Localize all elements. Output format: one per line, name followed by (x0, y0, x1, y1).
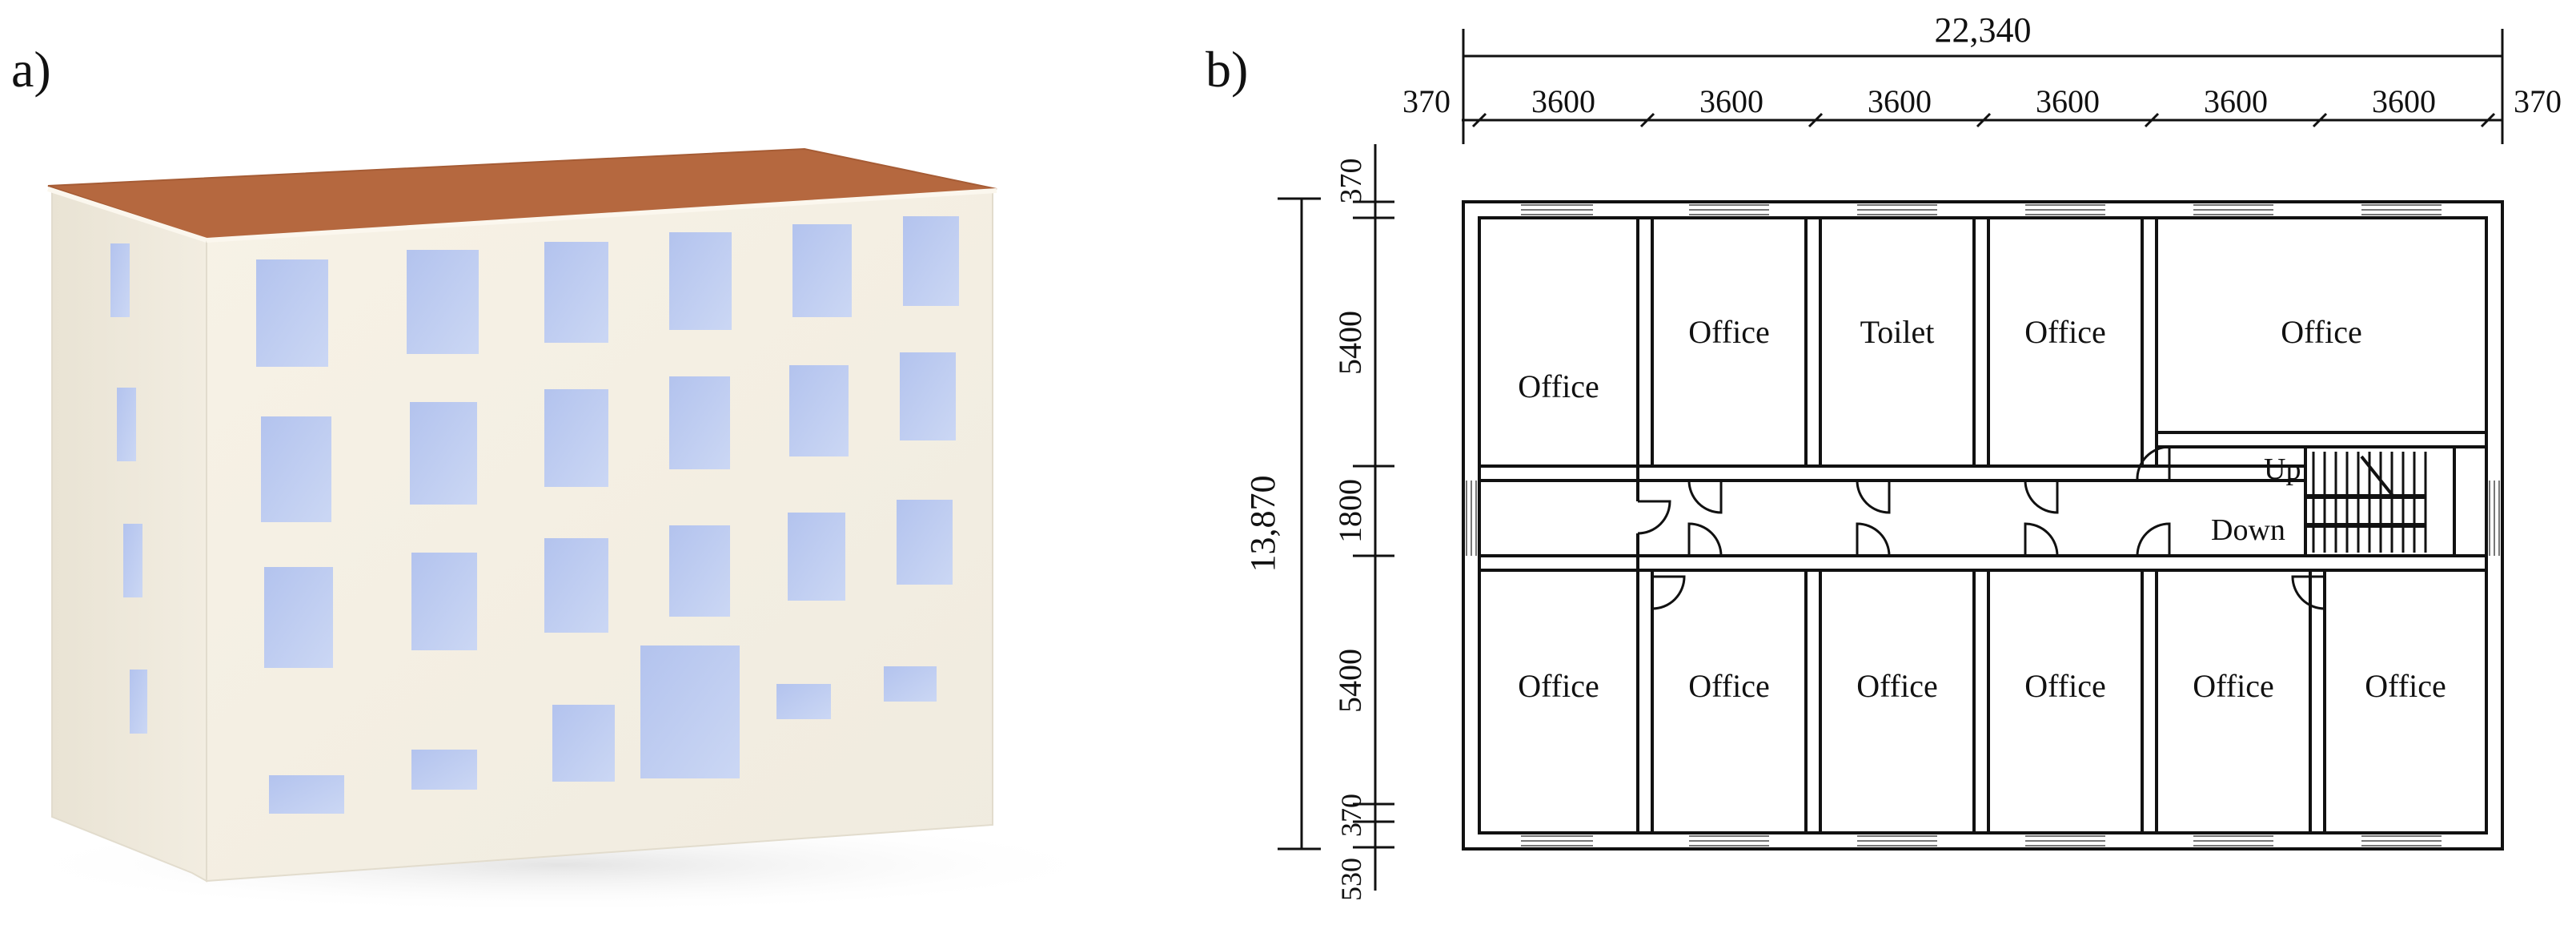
window (269, 775, 344, 814)
dim-total-width-label: 22,340 (1935, 10, 2032, 50)
dim-bay-label: 3600 (1868, 83, 1932, 119)
room-label: Office (1518, 368, 1599, 404)
room-label: Office (2024, 668, 2105, 704)
door (2136, 445, 2171, 481)
dim-bay-label: 3600 (2036, 83, 2100, 119)
window (264, 567, 333, 668)
dim-wall-right: 370 (2514, 83, 2562, 119)
dim-bay-labels: 3600 3600 3600 3600 3600 3600 (1531, 83, 2436, 119)
room-label: Office (2024, 314, 2105, 350)
door (1856, 480, 1891, 514)
panel-b-label: b) (1206, 41, 1248, 98)
window (411, 553, 477, 650)
dim-total-depth-label: 13,870 (1243, 476, 1282, 573)
door (1856, 522, 1891, 557)
dim-tick (1808, 112, 1824, 128)
window (792, 224, 852, 317)
side-window (110, 243, 130, 317)
window (897, 500, 953, 585)
window (261, 416, 331, 522)
window (552, 705, 615, 782)
door (1687, 522, 1723, 557)
dim-bays-line (1462, 88, 2504, 144)
dim-vertical-chain (1353, 144, 1394, 891)
room-label: Office (1688, 314, 1769, 350)
door (1651, 575, 1686, 610)
dim-total-depth (1278, 197, 1321, 851)
window (669, 525, 730, 617)
room-label: Toilet (1860, 314, 1935, 350)
window (544, 389, 608, 487)
stair-arrows (2305, 455, 2426, 528)
dim-bay-label: 3600 (1699, 83, 1763, 119)
roof-edge-front (206, 188, 997, 243)
window-glazing (1466, 204, 2500, 847)
dim-tick (1976, 112, 1992, 128)
side-window (123, 524, 142, 597)
plan-partitions (1479, 218, 2486, 833)
door (1637, 500, 1671, 535)
door (2024, 480, 2059, 514)
doors (1637, 445, 2325, 610)
window (788, 513, 845, 601)
room-label: Office (1518, 668, 1599, 704)
room-label: Office (2281, 314, 2361, 350)
dim-bay-ticks (1471, 112, 2496, 128)
dim-v-room-bottom: 5400 (1332, 649, 1368, 713)
room-label: Office (1688, 668, 1769, 704)
door (2291, 575, 2325, 610)
panel-a: a) (0, 41, 1121, 913)
dim-v-corridor: 1800 (1332, 479, 1368, 543)
dim-tick (2144, 112, 2160, 128)
window (407, 250, 479, 354)
window (544, 242, 608, 343)
dim-tick (2480, 112, 2496, 128)
window (776, 684, 831, 719)
dim-v-room-top: 5400 (1332, 311, 1368, 375)
dim-total-width (1462, 29, 2504, 88)
window (884, 666, 937, 702)
room-label: Office (2365, 668, 2446, 704)
room-label: Office (2193, 668, 2273, 704)
window (256, 259, 328, 367)
panel-a-label: a) (11, 41, 51, 98)
dim-v-wall-bottom: 370 (1335, 794, 1367, 837)
dim-v-wall-top: 370 (1334, 159, 1368, 204)
side-window (117, 388, 136, 461)
window (669, 376, 730, 469)
dim-tick (1471, 112, 1487, 128)
front-windows (256, 216, 959, 814)
window (410, 402, 477, 505)
door (2136, 522, 2171, 557)
dim-bay-label: 3600 (2204, 83, 2268, 119)
door (2024, 522, 2059, 557)
side-windows (110, 243, 147, 734)
window (900, 352, 956, 440)
window (411, 750, 477, 790)
dim-tick (1639, 112, 1655, 128)
entrance-door (640, 645, 740, 778)
plan-outer-walls (1462, 200, 2504, 851)
dim-bay-label: 3600 (2372, 83, 2436, 119)
side-window (130, 670, 147, 734)
dim-v-plinth: 530 (1335, 858, 1367, 901)
dim-bay-label: 3600 (1531, 83, 1595, 119)
stair-down-label: Down (2211, 513, 2285, 547)
window (669, 232, 732, 330)
door (1687, 480, 1723, 514)
window (789, 365, 849, 456)
dim-wall-left: 370 (1402, 83, 1451, 119)
window (544, 538, 608, 633)
room-label: Office (1856, 668, 1937, 704)
roof-edge (47, 187, 207, 243)
dim-tick (2312, 112, 2328, 128)
window (903, 216, 959, 306)
stair-up-label: Up (2264, 452, 2301, 486)
